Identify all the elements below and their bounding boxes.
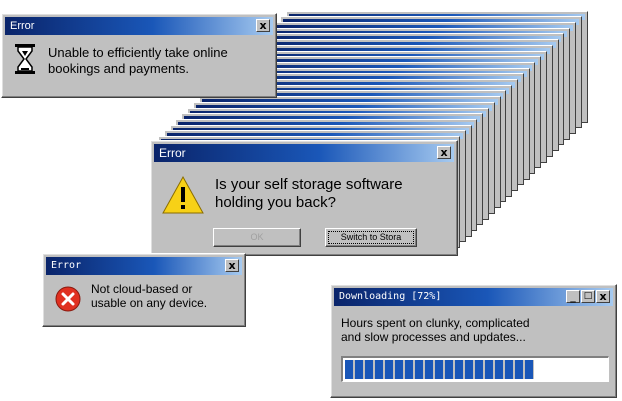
warning-message: Is your self storage software holding yo…: [215, 176, 403, 212]
title-text: Error: [159, 146, 186, 160]
error-dialog-bookings: Error x Unable to efficiently take onlin…: [1, 13, 277, 98]
minimize-button[interactable]: _: [566, 290, 580, 303]
title-bar[interactable]: Error x: [5, 17, 273, 35]
title-bar[interactable]: Error x: [154, 144, 454, 162]
title-bar[interactable]: Downloading [72%] _ □ x: [334, 288, 613, 306]
maximize-button[interactable]: □: [581, 290, 595, 303]
error-dialog-cloud: Error x Not cloud-based or usable on any…: [42, 253, 246, 327]
ok-button[interactable]: OK: [213, 228, 301, 247]
close-button[interactable]: x: [437, 146, 451, 159]
progress-bar: [341, 356, 609, 382]
error-message: Not cloud-based or usable on any device.: [91, 282, 207, 311]
title-text: Downloading [72%]: [339, 291, 442, 302]
download-dialog: Downloading [72%] _ □ x Hours spent on c…: [330, 284, 617, 398]
message-line: Hours spent on clunky, complicated: [341, 316, 530, 330]
message-line: bookings and payments.: [48, 60, 189, 76]
message-line: Not cloud-based or: [91, 282, 193, 296]
message-line: Is your self storage software: [215, 176, 403, 193]
message-line: holding you back?: [215, 194, 336, 211]
message-line: Unable to efficiently take online: [48, 45, 228, 60]
download-message: Hours spent on clunky, complicated and s…: [341, 316, 530, 345]
error-dialog-main: Error x Is your self storage software ho…: [150, 140, 458, 256]
switch-to-stora-button[interactable]: Switch to Stora: [325, 228, 417, 247]
message-line: and slow processes and updates...: [341, 330, 526, 345]
close-button[interactable]: x: [256, 19, 270, 32]
close-button[interactable]: x: [596, 290, 610, 303]
message-line: usable on any device.: [91, 296, 208, 311]
error-icon: [55, 286, 81, 312]
close-button[interactable]: x: [225, 259, 239, 272]
hourglass-icon: [15, 44, 35, 74]
warning-icon: [162, 175, 204, 214]
error-message: Unable to efficiently take online bookin…: [48, 45, 228, 76]
title-text: Error: [10, 20, 35, 32]
title-bar[interactable]: Error x: [46, 257, 242, 275]
progress-fill: [345, 360, 534, 379]
title-text: Error: [51, 260, 82, 271]
